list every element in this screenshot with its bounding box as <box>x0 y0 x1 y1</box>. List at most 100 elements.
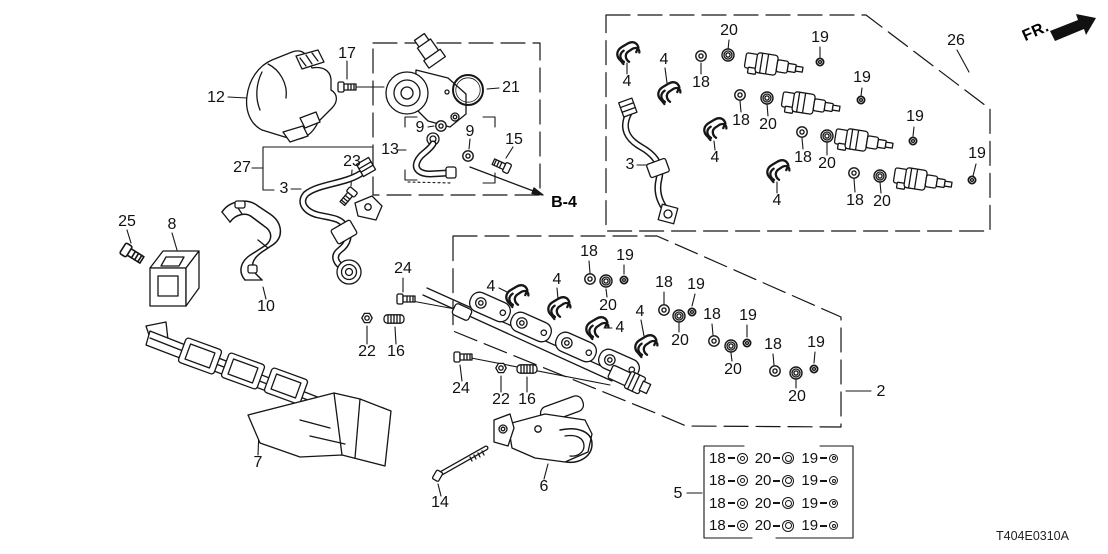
kit-part-number: 19 <box>801 517 819 535</box>
callout-20: 20 <box>599 297 617 314</box>
callout-4: 4 <box>659 51 669 68</box>
callout-18: 18 <box>692 74 710 91</box>
kit-dash <box>820 479 828 482</box>
kit-dash <box>820 502 828 505</box>
callout-18: 18 <box>732 112 750 129</box>
callout-13: 13 <box>381 141 399 158</box>
callout-18: 18 <box>794 149 812 166</box>
callout-20: 20 <box>720 22 738 39</box>
callout-18: 18 <box>580 243 598 260</box>
kit-row: 18 20 19 <box>709 447 839 470</box>
kit-part-number: 18 <box>709 517 726 535</box>
callout-23: 23 <box>343 153 361 170</box>
callout-6: 6 <box>539 478 549 495</box>
part-7-chamber <box>145 321 392 467</box>
callout-20: 20 <box>759 116 777 133</box>
kit-dash <box>820 457 828 460</box>
callout-4: 4 <box>622 73 632 90</box>
washer-icon <box>782 452 795 465</box>
callout-7: 7 <box>253 454 263 471</box>
kit-dash <box>820 524 828 527</box>
callout-19: 19 <box>811 29 829 46</box>
kit-part-number: 18 <box>709 472 726 490</box>
callout-3: 3 <box>279 180 289 197</box>
detail-ref-label: B-4 <box>551 194 577 211</box>
kit-dash <box>773 479 781 482</box>
part-2-fuel-rail <box>422 287 652 395</box>
kit-row: 18 20 19 <box>709 515 839 538</box>
callout-19: 19 <box>853 69 871 86</box>
part-22-nut <box>361 312 373 324</box>
callout-4: 4 <box>772 192 782 209</box>
kit-part-number: 20 <box>754 517 772 535</box>
part-13-pump-assembly <box>385 32 513 179</box>
kit-part-number: 19 <box>801 494 819 512</box>
callout-19: 19 <box>687 276 705 293</box>
part-25-bolt <box>118 241 147 267</box>
callout-26: 26 <box>947 32 965 49</box>
callout-22: 22 <box>492 391 510 408</box>
part-12-cover <box>245 49 338 143</box>
callout-27: 27 <box>233 159 251 176</box>
callout-25: 25 <box>118 213 136 230</box>
washer-icon <box>829 476 839 486</box>
kit-dash <box>727 524 735 527</box>
washer-icon <box>782 474 795 487</box>
kit-part-number: 19 <box>801 449 819 467</box>
callout-19: 19 <box>968 145 986 162</box>
kit-part-number: 20 <box>754 472 772 490</box>
washer-icon <box>829 521 839 531</box>
callout-19: 19 <box>807 334 825 351</box>
callout-4: 4 <box>486 278 496 295</box>
kit-row: 18 20 19 <box>709 470 839 493</box>
part-14-bolt <box>431 445 489 482</box>
callout-24: 24 <box>452 380 470 397</box>
washer-icon <box>829 453 839 463</box>
washer-icon <box>736 475 748 487</box>
kit-part-number: 20 <box>754 449 772 467</box>
callout-20: 20 <box>873 193 891 210</box>
kit-dash <box>773 524 781 527</box>
callout-18: 18 <box>655 274 673 291</box>
callout-19: 19 <box>739 307 757 324</box>
washer-icon <box>782 519 795 532</box>
part-24-bolt <box>453 351 473 363</box>
diagram-code: T404E0310A <box>996 529 1069 543</box>
callout-4: 4 <box>635 303 645 320</box>
kit-part-number: 19 <box>801 472 819 490</box>
kit-dash <box>727 479 735 482</box>
callout-22: 22 <box>358 343 376 360</box>
callout-24: 24 <box>394 260 412 277</box>
callout-18: 18 <box>846 192 864 209</box>
callout-18: 18 <box>703 306 721 323</box>
kit-dash <box>727 502 735 505</box>
kit-part-number: 18 <box>709 449 726 467</box>
part-24-bolt <box>396 293 416 305</box>
part-3-fuel-pipe-left <box>299 156 383 285</box>
part-3-fuel-pipe-right <box>618 97 679 225</box>
callout-12: 12 <box>207 89 225 106</box>
callout-19: 19 <box>616 247 634 264</box>
callout-4: 4 <box>710 149 720 166</box>
callout-8: 8 <box>167 216 177 233</box>
callout-9: 9 <box>415 119 425 136</box>
callout-4: 4 <box>615 319 625 336</box>
callout-20: 20 <box>788 388 806 405</box>
callout-14: 14 <box>431 494 449 511</box>
callout-2: 2 <box>876 383 886 400</box>
callout-16: 16 <box>387 343 405 360</box>
kit-part-number: 18 <box>709 494 726 512</box>
kit-dash <box>773 457 781 460</box>
washer-icon <box>782 497 795 510</box>
callout-18: 18 <box>764 336 782 353</box>
b4-detail-arrow <box>469 166 544 196</box>
callout-10: 10 <box>257 298 275 315</box>
callout-5: 5 <box>673 485 683 502</box>
fr-direction-arrow-icon <box>1050 14 1096 41</box>
part-10-stay-bracket <box>221 200 282 281</box>
callout-20: 20 <box>671 332 689 349</box>
